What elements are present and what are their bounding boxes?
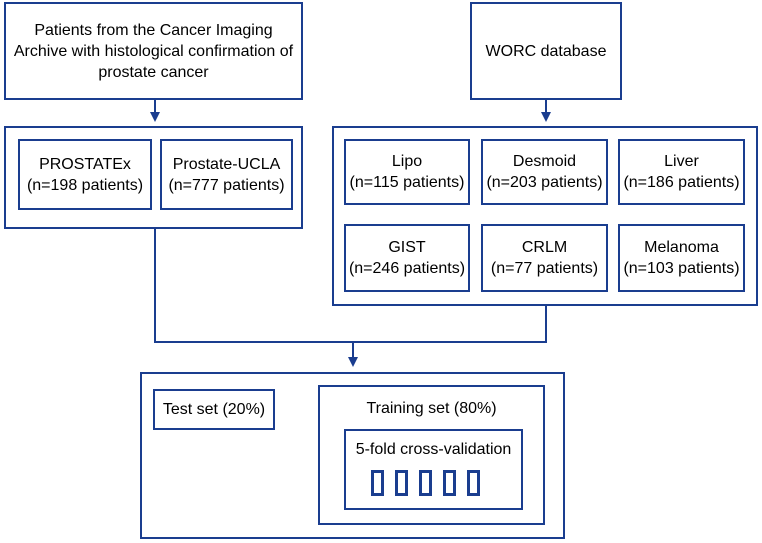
desmoid-count: (n=203 patients)	[486, 174, 603, 191]
desmoid-box: Desmoid (n=203 patients)	[481, 139, 608, 205]
gist-box: GIST (n=246 patients)	[344, 224, 470, 292]
prostate-ucla-name: Prostate-UCLA	[172, 155, 281, 173]
prostate-ucla-box: Prostate-UCLA (n=777 patients)	[160, 139, 293, 210]
crlm-count: (n=77 patients)	[490, 260, 599, 277]
merge-line	[154, 229, 547, 343]
prostatex-count: (n=198 patients)	[26, 176, 144, 194]
fold-4	[443, 470, 456, 496]
fold-1	[371, 470, 384, 496]
melanoma-name: Melanoma	[644, 239, 719, 256]
test-set-label: Test set (20%)	[162, 401, 266, 418]
lipo-name: Lipo	[391, 153, 423, 170]
gist-name: GIST	[388, 239, 426, 256]
crlm-name: CRLM	[521, 239, 568, 256]
tcia-source-text: Patients from the Cancer Imaging Archive…	[13, 21, 294, 81]
fold-5	[467, 470, 480, 496]
crlm-box: CRLM (n=77 patients)	[481, 224, 608, 292]
prostatex-name: PROSTATEx	[39, 155, 131, 173]
fold-3	[419, 470, 432, 496]
worc-source-box: WORC database	[470, 2, 622, 100]
lipo-count: (n=115 patients)	[349, 174, 465, 191]
gist-count: (n=246 patients)	[348, 260, 466, 277]
liver-box: Liver (n=186 patients)	[618, 139, 745, 205]
melanoma-count: (n=103 patients)	[623, 260, 740, 277]
cross-validation-label: 5-fold cross-validation	[355, 441, 512, 458]
prostate-ucla-count: (n=777 patients)	[168, 176, 285, 194]
fold-2	[395, 470, 408, 496]
cross-validation-box	[344, 429, 523, 510]
melanoma-box: Melanoma (n=103 patients)	[618, 224, 745, 292]
training-set-label: Training set (80%)	[366, 400, 497, 417]
prostatex-box: PROSTATEx (n=198 patients)	[18, 139, 152, 210]
lipo-box: Lipo (n=115 patients)	[344, 139, 470, 205]
tcia-source-box: Patients from the Cancer Imaging Archive…	[4, 2, 303, 100]
desmoid-name: Desmoid	[512, 153, 577, 170]
liver-count: (n=186 patients)	[623, 174, 740, 191]
liver-name: Liver	[664, 153, 699, 170]
worc-source-text: WORC database	[485, 42, 607, 60]
test-set-box: Test set (20%)	[153, 389, 275, 430]
